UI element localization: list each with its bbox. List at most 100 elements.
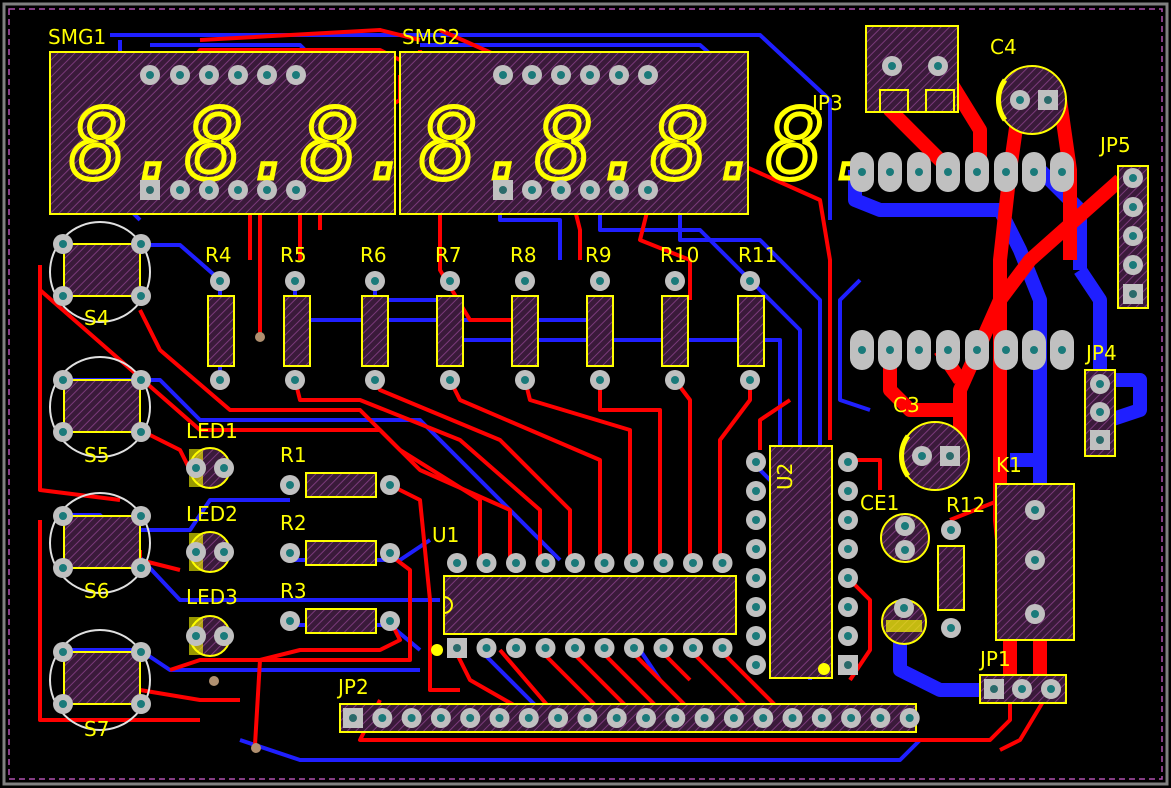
c4-label: C4 [990,35,1017,59]
pad-hole [216,277,224,285]
pad-hole [499,71,507,79]
pad-hole [59,648,67,656]
pad-hole [615,71,623,79]
pad-hole [286,481,294,489]
pad-hole [689,559,697,567]
pad-hole [446,376,454,384]
pad-hole [59,376,67,384]
pad-hole [752,603,760,611]
pad-hole [554,714,563,722]
vias [209,332,830,753]
pad-hole [900,604,908,612]
pad-hole [886,168,894,176]
r1-label: R1 [280,443,307,467]
s4-label: S4 [84,306,109,330]
pad-hole [844,516,852,524]
pad-hole [644,71,652,79]
pad-hole [263,71,271,79]
pad-hole [644,186,652,194]
pad-hole [292,186,300,194]
pad-hole [453,559,461,567]
pad-hole [263,186,271,194]
r4-label: R4 [205,243,232,267]
u1-label: U1 [432,523,459,547]
pad-hole [528,71,536,79]
pad-hole [876,714,885,722]
pad-hole [788,714,797,722]
via [251,743,261,753]
pad-hole [671,376,679,384]
r11-label: R11 [738,243,777,267]
pad-hole [192,632,200,640]
pad-hole [482,644,491,652]
pad-hole [1018,685,1026,693]
pad-hole [176,186,184,194]
pad-hole [947,526,955,534]
pad-hole [220,464,228,472]
pad-hole [901,522,909,530]
via [255,332,265,342]
pad-hole [407,714,416,722]
pad-hole [146,186,154,194]
jp5-label: JP5 [1098,133,1131,157]
pad-hole [901,546,909,554]
s7-label: S7 [84,717,109,741]
r12-label: R12 [946,493,985,517]
pad-hole [205,71,213,79]
smg1-label: SMG1 [48,25,106,49]
resistor-array: R4 R5 R6 R7 R8 R9 R10 R11 [205,243,777,367]
led1-label: LED1 [186,419,238,443]
led2-label: LED2 [186,502,238,526]
pad-hole [59,512,67,520]
pad-hole [495,714,504,722]
pad-hole [234,71,242,79]
u1-chip: U1 [432,523,737,635]
pad-hole [600,559,609,567]
u2-chip: U2 [769,445,833,679]
pad-hole [137,512,145,520]
pad-hole [718,559,727,567]
pad-hole [915,346,923,354]
via [431,644,443,656]
pad-hole [499,186,507,194]
pad-hole [600,644,609,652]
pad-hole [718,644,727,652]
led3-label: LED3 [186,585,238,609]
pad-hole [729,714,738,722]
pad-hole [612,714,621,722]
pad-hole [137,700,145,708]
pad-hole [220,632,228,640]
r2-label: R2 [280,511,307,535]
jp2-label: JP2 [336,675,369,699]
pad-hole [934,62,942,70]
pad-hole [146,71,154,79]
pad-hole [1129,174,1137,182]
pad-hole [291,277,299,285]
pad-hole [286,617,294,625]
c3-label: C3 [893,393,920,417]
s6-label: S6 [84,579,109,603]
r7-label: R7 [435,243,462,267]
pad-hole [59,240,67,248]
pad-hole [1031,610,1039,618]
s5-label: S5 [84,443,109,467]
pad-hole [137,240,145,248]
pad-hole [205,186,213,194]
pad-hole [615,186,623,194]
pad-hole [446,277,454,285]
pad-hole [700,714,709,722]
pad-hole [946,452,954,460]
pad-hole [466,714,475,722]
pad-hole [886,346,894,354]
ce1-label: CE1 [860,491,899,515]
pad-hole [973,346,981,354]
pad-hole [752,487,760,495]
r5-label: R5 [280,243,307,267]
pad-hole [216,376,224,384]
pad-hole [586,186,594,194]
pad-hole [541,559,550,567]
pad-hole [234,186,242,194]
keepout-outline [8,8,1163,780]
pad-hole [571,559,579,567]
pad-hole [291,376,299,384]
